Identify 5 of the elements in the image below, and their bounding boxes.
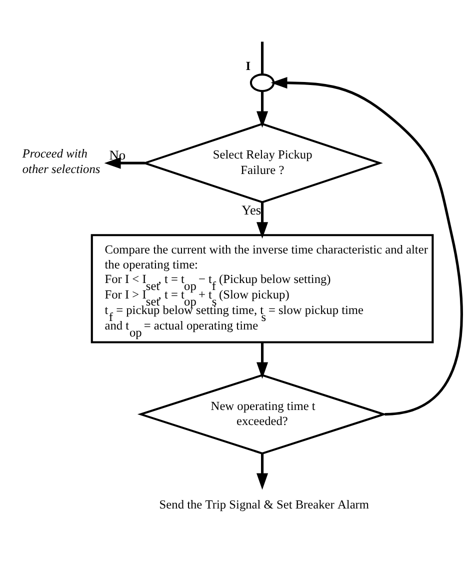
edge-label: Yes xyxy=(241,202,261,218)
node-text: Proceed with other selections xyxy=(22,146,100,176)
node-text: Send the Trip Signal & Set Breaker Alarm xyxy=(158,498,369,512)
node-label: I xyxy=(245,59,250,74)
edge-label: No xyxy=(108,147,126,162)
